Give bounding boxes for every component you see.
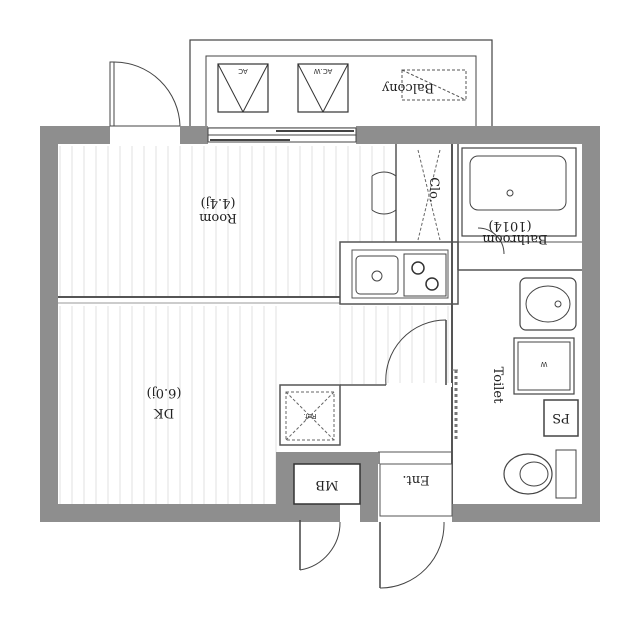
- kitchen-sink: [355, 255, 399, 295]
- washer-space: [513, 337, 575, 395]
- outer-walls: [40, 126, 600, 522]
- dk-label: DK: [154, 405, 174, 420]
- pipe-space: [543, 399, 579, 437]
- balcony-label: Balcony: [381, 80, 434, 95]
- closet-label: Clo.: [426, 177, 441, 203]
- bathroom-label: Bathroom: [482, 231, 547, 246]
- dk-door: [385, 319, 452, 387]
- dk-size: (6.0j): [147, 385, 182, 400]
- entrance-label: Ent.: [402, 472, 429, 487]
- toilet: [503, 449, 577, 499]
- room-label: Room: [199, 210, 237, 225]
- refrigerator-label: Ref.: [303, 412, 316, 420]
- bathtub: Bathroom (1014): [461, 147, 577, 255]
- refrigerator: Ref.: [285, 391, 335, 441]
- meter-box: MB: [293, 463, 361, 571]
- outdoor-unit-b-label: AC.W: [314, 67, 333, 75]
- pipe-space-label: PS: [552, 410, 570, 425]
- closet: Clo.: [371, 149, 441, 241]
- outdoor-unit-b: AC.W: [297, 63, 349, 113]
- kitchen-counter: [351, 249, 449, 299]
- bathroom-size: (1014): [488, 218, 531, 233]
- meter-box-label: MB: [316, 477, 339, 492]
- gas-stove: [403, 253, 447, 297]
- washer-label: W: [540, 360, 547, 368]
- room-door: [109, 61, 181, 127]
- outdoor-unit-a: AC: [217, 63, 269, 113]
- toilet-label: Toilet: [490, 367, 505, 404]
- outdoor-unit-a-label: AC: [238, 67, 248, 75]
- entrance: Ent.: [379, 463, 453, 589]
- balcony-window: [207, 127, 357, 143]
- balcony: AC AC.W Balcony: [189, 39, 493, 129]
- bathroom-fixtures: W PS Toilet: [490, 277, 579, 499]
- room-size: (4.4j): [201, 195, 236, 210]
